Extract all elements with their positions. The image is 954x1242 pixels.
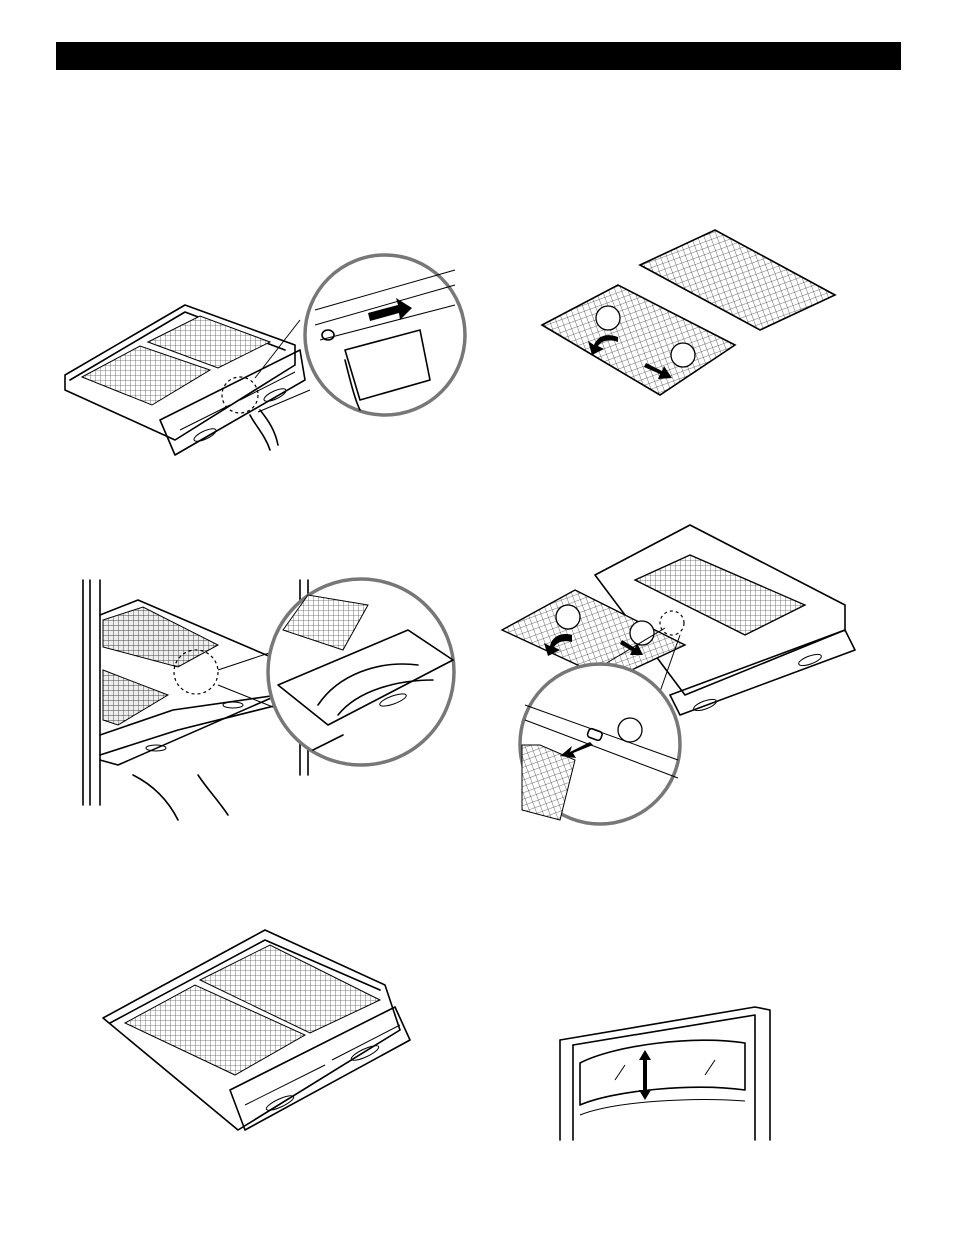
figure-door-cover [555, 1005, 775, 1145]
figure-filter-pin-detail [500, 520, 865, 825]
hand-illustration [133, 775, 228, 820]
filter-mesh-lower [103, 670, 168, 725]
zoom-lens [305, 255, 465, 415]
figure-tray-release-latch [60, 250, 460, 460]
figure-assembled-tray [100, 925, 420, 1145]
detail-marker-circle [660, 611, 684, 635]
up-down-arrow-icon [639, 1050, 651, 1100]
figure-tray-in-fridge [78, 575, 458, 820]
filter-mesh-upper [103, 607, 218, 667]
section-header-bar [56, 42, 901, 70]
hand-illustration [250, 410, 278, 450]
figure-separate-filters [540, 225, 840, 405]
detail-marker-circle [222, 377, 258, 413]
tray-body [65, 305, 305, 455]
step-badge-3 [618, 718, 642, 742]
step-badge-2 [671, 343, 695, 367]
step-badge-1 [596, 306, 620, 330]
step-badge-1 [556, 605, 580, 629]
